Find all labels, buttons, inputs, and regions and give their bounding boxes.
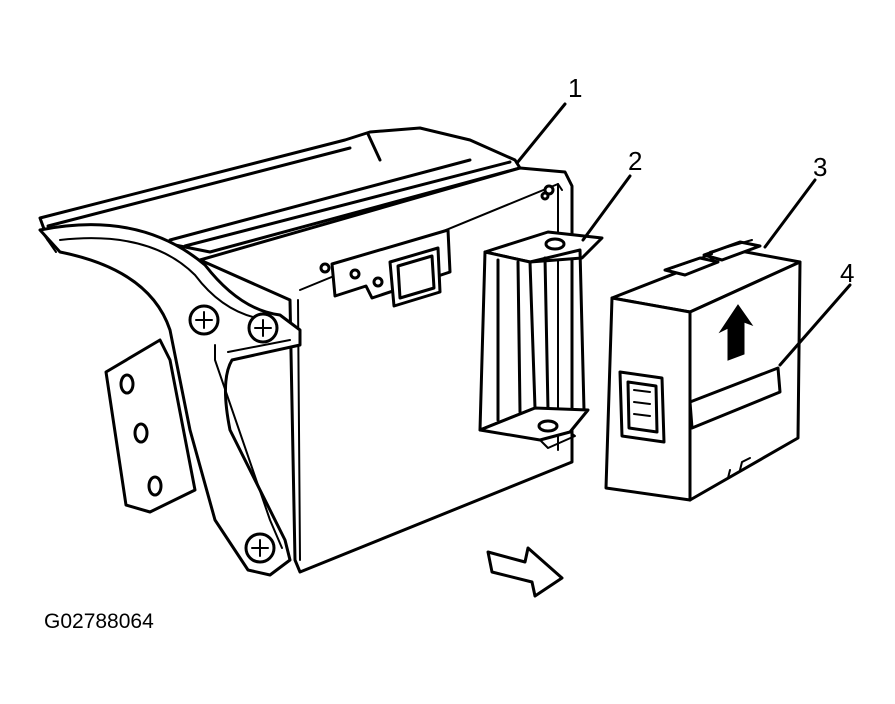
bracket-screw-icon: [188, 304, 220, 336]
housing-screw-icon: [540, 191, 550, 201]
side-mount-bracket: [38, 223, 302, 577]
bracket-screw-icon: [244, 532, 276, 564]
control-module: [604, 239, 802, 502]
mounting-bracket: [478, 230, 604, 449]
callout-leader-3: [763, 178, 817, 249]
flange-hole-icon: [147, 475, 163, 497]
bracket-screw-icon: [247, 312, 279, 344]
flange-hole-icon: [119, 373, 135, 395]
housing-front-face: [198, 166, 574, 574]
direction-arrow-icon: [486, 546, 564, 598]
receiver-housing: [38, 126, 574, 577]
callout-leader-2: [581, 174, 632, 242]
up-arrow-icon: [718, 304, 754, 361]
module-label: [688, 366, 782, 430]
callout-leader-4: [778, 283, 852, 367]
callout-label-1: 1: [568, 73, 582, 103]
housing-screw-icon: [319, 262, 331, 274]
callout-label-4: 4: [840, 258, 854, 288]
callout-label-3: 3: [813, 152, 827, 182]
flange-hole-icon: [133, 422, 149, 444]
callout-label-2: 2: [628, 146, 642, 176]
figure-id: G02788064: [44, 610, 154, 633]
callout-leader-1: [515, 102, 567, 165]
